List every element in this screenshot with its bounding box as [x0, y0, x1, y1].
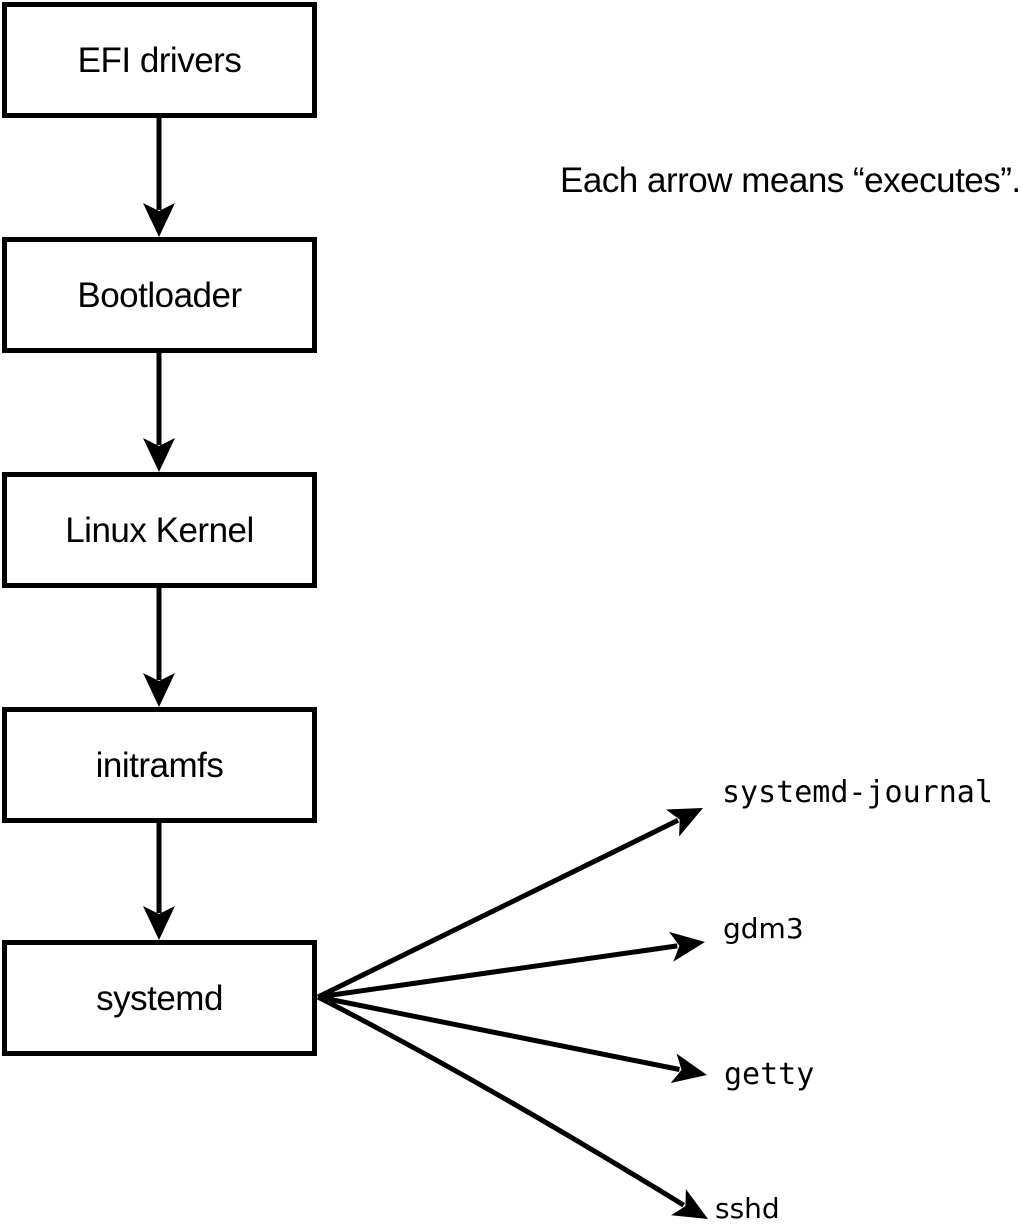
arrow-initramfs-to-systemd — [143, 823, 175, 940]
arrow-kernel-to-initramfs — [143, 588, 175, 707]
node-initramfs-label: initramfs — [95, 745, 224, 785]
arrow-bootloader-to-kernel — [143, 353, 175, 472]
service-label-sshd: sshd — [715, 1192, 780, 1225]
node-linux-kernel: Linux Kernel — [2, 472, 317, 588]
arrow-systemd-to-getty — [317, 994, 707, 1083]
node-efi-drivers: EFI drivers — [2, 2, 317, 118]
arrow-systemd-to-sshd — [316, 994, 708, 1219]
service-label-systemd-journal: systemd-journal — [722, 775, 993, 810]
node-efi-drivers-label: EFI drivers — [77, 40, 242, 80]
legend-note: Each arrow means “executes”. — [560, 161, 1021, 200]
arrow-systemd-to-journal — [316, 808, 703, 1000]
arrow-efi-to-bootloader — [143, 118, 175, 237]
service-label-gdm3: gdm3 — [723, 912, 804, 945]
node-linux-kernel-label: Linux Kernel — [65, 510, 254, 550]
node-systemd: systemd — [2, 940, 317, 1056]
node-bootloader-label: Bootloader — [77, 275, 242, 315]
node-bootloader: Bootloader — [2, 237, 317, 353]
node-systemd-label: systemd — [96, 978, 223, 1018]
node-initramfs: initramfs — [2, 707, 317, 823]
arrow-systemd-to-gdm3 — [317, 931, 705, 1000]
service-label-getty: getty — [724, 1057, 815, 1092]
